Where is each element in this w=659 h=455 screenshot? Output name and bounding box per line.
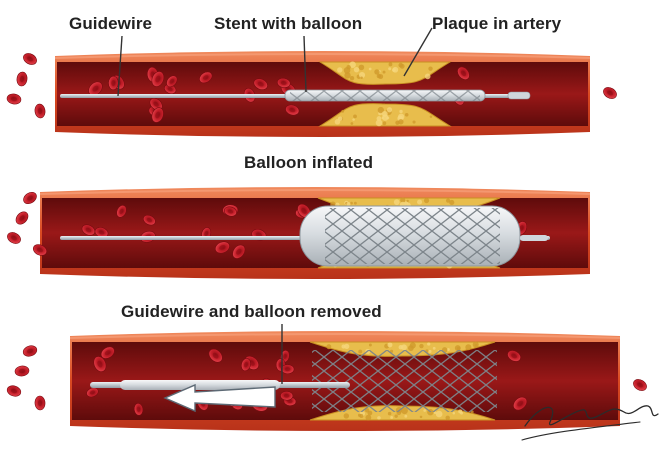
expanded-stent — [325, 208, 500, 264]
catheter-tip — [520, 235, 548, 241]
catheter-tip — [508, 92, 530, 99]
red-blood-cell — [35, 396, 46, 410]
red-blood-cell — [6, 93, 21, 105]
red-blood-cell — [14, 209, 31, 226]
red-blood-cell — [14, 365, 29, 377]
deployed-stent — [312, 350, 497, 412]
red-blood-cell — [34, 103, 46, 118]
plaque-in-artery-label: Plaque in artery — [432, 14, 561, 34]
red-blood-cell — [21, 190, 38, 206]
guidewire-and-balloon-removed-label: Guidewire and balloon removed — [121, 302, 382, 322]
red-blood-cell — [601, 85, 618, 101]
guidewire-label: Guidewire — [69, 14, 152, 34]
balloon-inflated-label: Balloon inflated — [244, 153, 373, 173]
red-blood-cell — [16, 71, 28, 86]
red-blood-cell — [6, 384, 23, 398]
red-blood-cell — [5, 230, 22, 246]
balloon-inflated-stage — [5, 187, 590, 279]
red-blood-cell — [21, 51, 38, 66]
stent-with-balloon-stage — [6, 51, 618, 137]
red-blood-cell — [280, 391, 293, 401]
crimped-stent — [290, 90, 480, 101]
stent-with-balloon-label: Stent with balloon — [214, 14, 362, 34]
red-blood-cell — [631, 377, 648, 393]
red-blood-cell — [108, 76, 118, 90]
red-blood-cell — [22, 344, 39, 358]
red-blood-cell — [281, 364, 294, 374]
